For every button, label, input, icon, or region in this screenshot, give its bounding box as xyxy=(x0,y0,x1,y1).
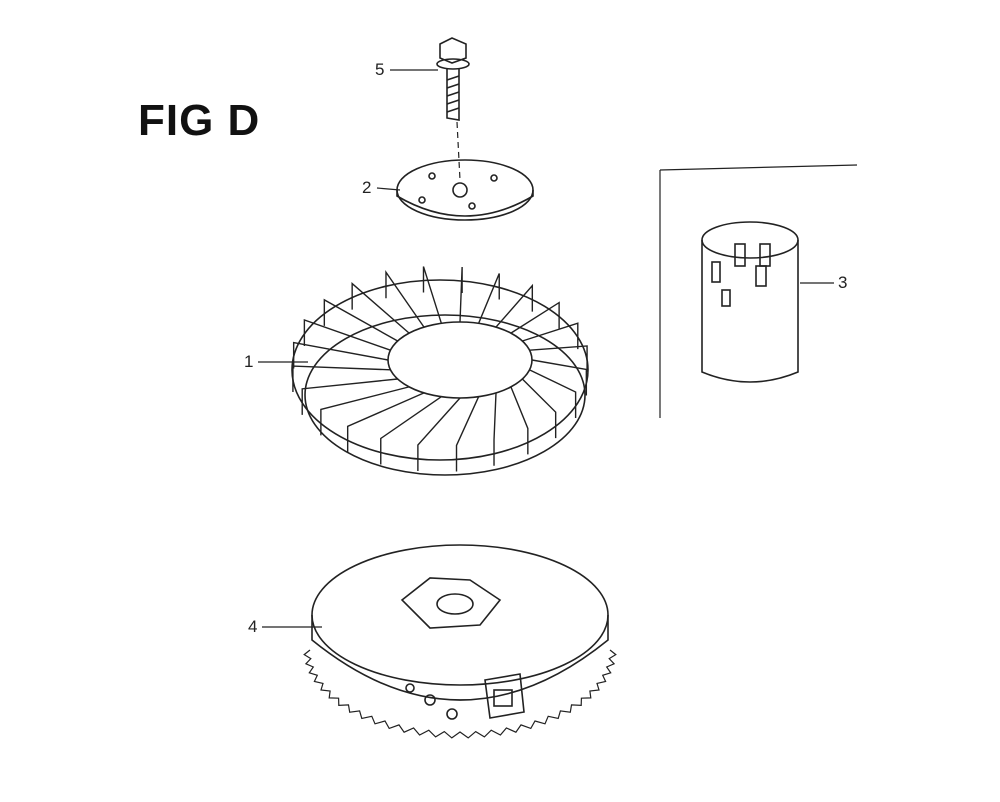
fan-blade xyxy=(351,282,410,334)
callout-1: 1 xyxy=(244,352,254,371)
fan-blade xyxy=(510,301,560,334)
fan-blade xyxy=(459,266,463,323)
leader-lines xyxy=(258,69,858,628)
fan-blade xyxy=(303,318,391,351)
callout-5: 5 xyxy=(375,60,385,79)
fan-blade xyxy=(292,365,391,393)
fan-blade xyxy=(510,386,529,455)
fan-blade xyxy=(323,298,398,342)
fan-blade xyxy=(455,396,480,472)
fan-blade xyxy=(380,396,442,465)
callout-2: 2 xyxy=(362,178,372,197)
fan-blade xyxy=(522,322,579,350)
fan-blade xyxy=(521,378,557,439)
sleeve-part xyxy=(701,221,799,383)
fan-blade xyxy=(301,378,398,415)
callout-3: 3 xyxy=(838,273,848,292)
fan-blade xyxy=(320,386,410,436)
flywheel-part xyxy=(303,544,617,739)
callout-4: 4 xyxy=(248,617,258,636)
fan-blade xyxy=(495,283,534,328)
fan-blade xyxy=(417,397,461,471)
fan-part xyxy=(291,266,589,476)
fan-blade xyxy=(529,345,588,372)
fan-blade xyxy=(493,392,497,466)
fan-blade xyxy=(477,273,500,324)
fan-blade xyxy=(292,341,389,369)
fan-blade xyxy=(531,359,588,396)
figure-title: FIG D xyxy=(138,96,261,145)
ring-gear-teeth xyxy=(303,649,617,739)
fan-blade xyxy=(529,369,577,419)
fan-blade xyxy=(346,392,425,453)
plate-part xyxy=(396,159,534,221)
fan-blade xyxy=(385,269,425,328)
bolt-part xyxy=(436,37,470,121)
fan-blade xyxy=(422,266,443,324)
